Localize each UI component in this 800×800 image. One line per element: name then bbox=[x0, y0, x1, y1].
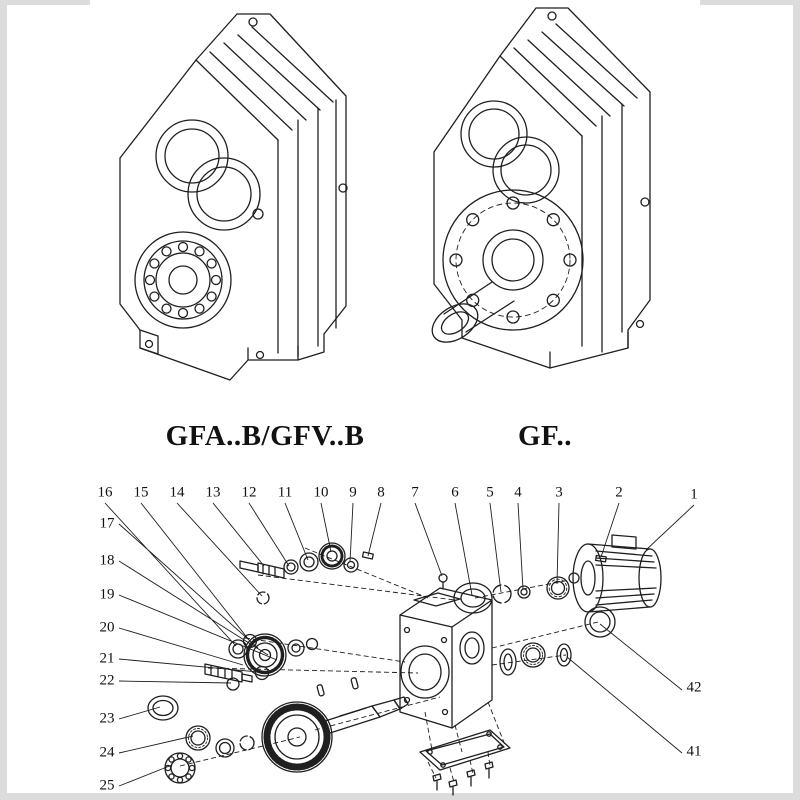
gf-output-shaft bbox=[431, 281, 515, 343]
part-number-22: 22 bbox=[99, 672, 115, 689]
part-number-42: 42 bbox=[686, 679, 702, 696]
gear-housing bbox=[399, 587, 493, 729]
gfab-bore-circles bbox=[155, 119, 264, 231]
gf-bore-circles bbox=[460, 100, 560, 204]
part-number-23: 23 bbox=[99, 710, 115, 727]
part-number-13: 13 bbox=[205, 484, 221, 501]
exploded-parts-drawing bbox=[104, 502, 695, 796]
gfab-housing-outline bbox=[119, 13, 348, 381]
part-number-8: 8 bbox=[377, 484, 385, 501]
input-shaft-parts bbox=[239, 542, 374, 605]
part-number-3: 3 bbox=[555, 484, 563, 501]
part-number-17: 17 bbox=[99, 515, 115, 532]
part-number-5: 5 bbox=[486, 484, 494, 501]
part-number-10: 10 bbox=[313, 484, 329, 501]
part-number-16: 16 bbox=[97, 484, 113, 501]
intermediate-gear-parts bbox=[204, 633, 319, 691]
part-number-6: 6 bbox=[451, 484, 459, 501]
part-number-1: 1 bbox=[690, 486, 698, 503]
part-number-41: 41 bbox=[686, 743, 702, 760]
output-gear-shaft bbox=[261, 677, 409, 773]
gfab-output-bearing bbox=[134, 231, 232, 329]
page-edge-bottom bbox=[0, 793, 800, 800]
part-number-20: 20 bbox=[99, 619, 115, 636]
figure-label-gfab: GFA..B/GFV..B bbox=[165, 420, 365, 452]
part-number-24: 24 bbox=[99, 744, 115, 761]
page-edge-right bbox=[793, 0, 800, 800]
page-edge-left bbox=[0, 0, 7, 800]
motor bbox=[568, 534, 662, 613]
gf-output-flange bbox=[442, 189, 584, 331]
output-rings bbox=[499, 606, 616, 676]
part-number-18: 18 bbox=[99, 552, 115, 569]
part-number-19: 19 bbox=[99, 586, 115, 603]
part-number-2: 2 bbox=[615, 484, 623, 501]
gasket-and-bolts bbox=[419, 729, 511, 796]
figure-label-gf: GF.. bbox=[517, 420, 573, 452]
gearbox-drawing-gfab bbox=[119, 13, 348, 381]
part-number-14: 14 bbox=[169, 484, 185, 501]
page-edge-top-left bbox=[0, 0, 90, 5]
gearbox-drawing-gf bbox=[431, 7, 651, 369]
part-number-15: 15 bbox=[133, 484, 149, 501]
page-edge-top-right bbox=[700, 0, 800, 5]
part-number-7: 7 bbox=[411, 484, 419, 501]
part-number-9: 9 bbox=[349, 484, 357, 501]
part-number-4: 4 bbox=[514, 484, 522, 501]
part-number-25: 25 bbox=[99, 777, 115, 794]
gf-housing-outline bbox=[433, 7, 651, 369]
leader-lines bbox=[104, 502, 695, 787]
part-number-21: 21 bbox=[99, 650, 115, 667]
part-number-12: 12 bbox=[241, 484, 257, 501]
part-number-11: 11 bbox=[277, 484, 293, 501]
output-bearings-left bbox=[147, 695, 255, 784]
